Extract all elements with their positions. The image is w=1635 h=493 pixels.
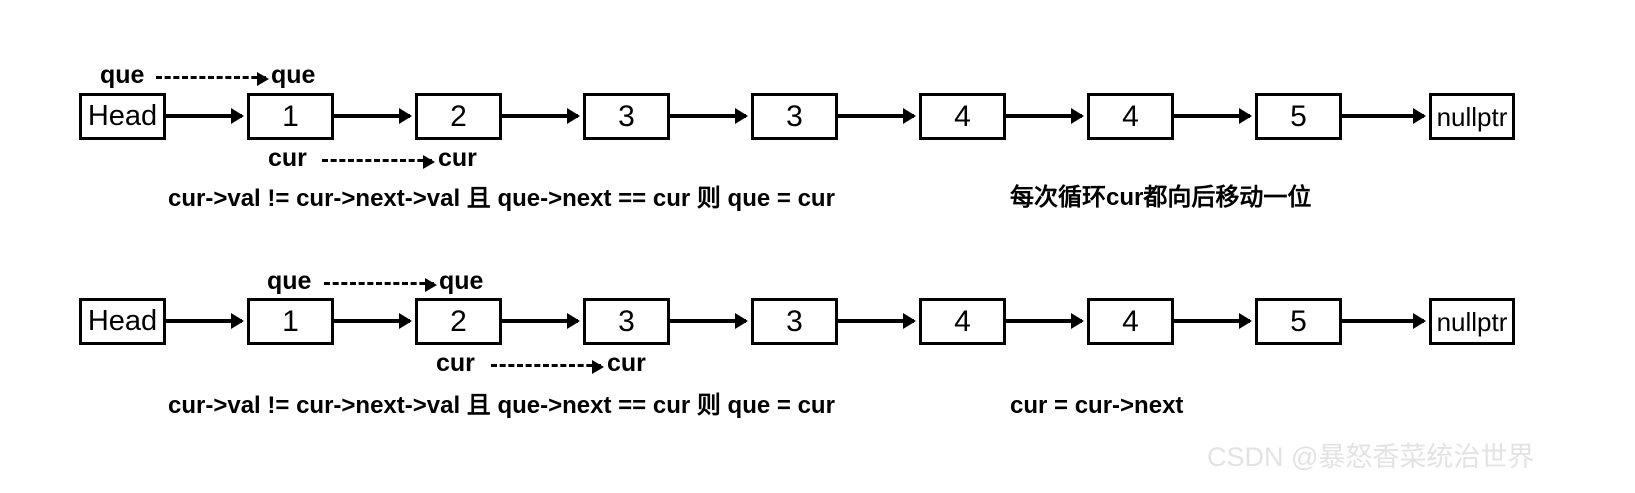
row-1-link-arrow-icon-5: [1006, 114, 1082, 118]
row-2-link-arrow-icon-7: [1342, 319, 1424, 323]
row-1-link-arrow-icon-2: [502, 114, 578, 118]
row-1-node-head: Head: [79, 93, 166, 140]
row-2-node-3: 3: [583, 298, 670, 345]
row-2-que-dashed-arrow-icon: [324, 278, 437, 292]
row-2-caption-right: cur = cur->next: [1010, 392, 1184, 419]
row-1-link-arrow-icon-4: [838, 114, 914, 118]
row-1-caption-right: 每次循环cur都向后移动一位: [1010, 184, 1312, 211]
row-2-node-4: 3: [751, 298, 838, 345]
row-1-node-2: 2: [415, 93, 502, 140]
row-2-que-source-label: que: [267, 267, 312, 295]
row-2-node-2: 2: [415, 298, 502, 345]
row-2-link-arrow-icon-1: [334, 319, 410, 323]
row-1-node-7: 5: [1255, 93, 1342, 140]
row-2-caption-left: cur->val != cur->next->val 且 que->next =…: [168, 392, 835, 419]
row-2-link-arrow-icon-6: [1174, 319, 1250, 323]
row-1-que-source-label: que: [100, 61, 145, 89]
row-2-cur-dashed-arrow-icon: [491, 360, 604, 374]
row-2-node-1: 1: [247, 298, 334, 345]
row-1-link-arrow-icon-0: [166, 114, 242, 118]
row-2-node-5: 4: [919, 298, 1006, 345]
row-2-link-arrow-icon-5: [1006, 319, 1082, 323]
row-1-node-5: 4: [919, 93, 1006, 140]
row-2-node-head: Head: [79, 298, 166, 345]
row-1-link-arrow-icon-3: [670, 114, 746, 118]
row-1-cur-source-label: cur: [268, 144, 307, 172]
row-1-node-6: 4: [1087, 93, 1174, 140]
row-1-link-arrow-icon-7: [1342, 114, 1424, 118]
row-1-que-dashed-arrow-icon: [156, 72, 269, 86]
row-2-link-arrow-icon-3: [670, 319, 746, 323]
row-2-que-target-label: que: [439, 267, 484, 295]
row-1-node-1: 1: [247, 93, 334, 140]
row-2-cur-source-label: cur: [436, 349, 475, 377]
row-1-link-arrow-icon-1: [334, 114, 410, 118]
row-1-cur-target-label: cur: [438, 144, 477, 172]
row-2-link-arrow-icon-0: [166, 319, 242, 323]
row-1-link-arrow-icon-6: [1174, 114, 1250, 118]
row-1-node-4: 3: [751, 93, 838, 140]
row-1-node-nullptr: nullptr: [1429, 93, 1515, 140]
row-2-node-nullptr: nullptr: [1429, 298, 1515, 345]
row-2-link-arrow-icon-2: [502, 319, 578, 323]
row-1-caption-left: cur->val != cur->next->val 且 que->next =…: [168, 185, 835, 212]
row-1-que-target-label: que: [271, 61, 316, 89]
row-2-node-7: 5: [1255, 298, 1342, 345]
csdn-watermark: CSDN @暴怒香菜统治世界: [1207, 442, 1535, 472]
row-1-node-3: 3: [583, 93, 670, 140]
row-1-cur-dashed-arrow-icon: [322, 155, 435, 169]
row-2-node-6: 4: [1087, 298, 1174, 345]
row-2-link-arrow-icon-4: [838, 319, 914, 323]
row-2-cur-target-label: cur: [607, 349, 646, 377]
